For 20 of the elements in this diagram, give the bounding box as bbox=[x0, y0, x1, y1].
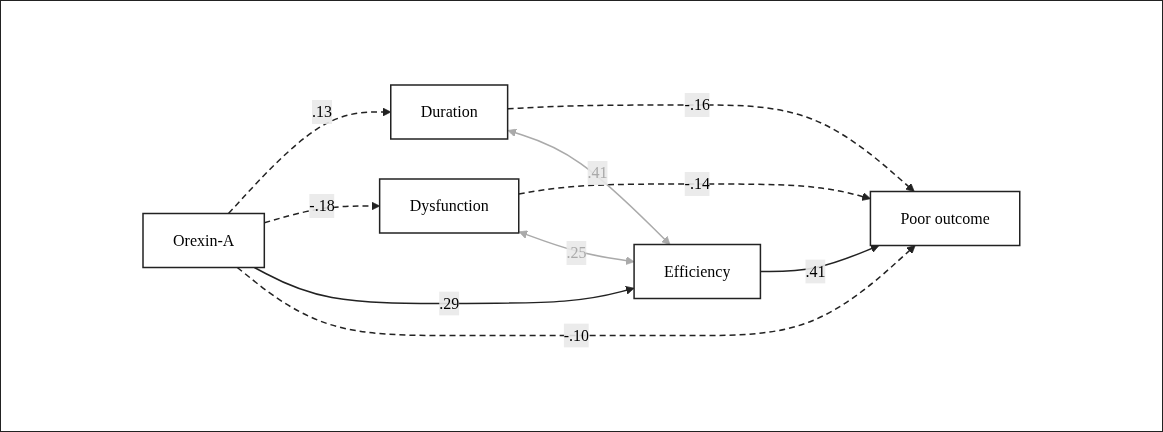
arrow bbox=[253, 266, 635, 304]
edge-label: .13 bbox=[312, 102, 333, 120]
arrow bbox=[507, 104, 915, 192]
node-box bbox=[142, 212, 266, 268]
edge-label: -.10 bbox=[563, 326, 590, 344]
arrow bbox=[236, 244, 916, 336]
edge-label: -.14 bbox=[684, 174, 711, 192]
arrow bbox=[507, 128, 671, 245]
arrow bbox=[518, 230, 635, 265]
node-box bbox=[390, 84, 509, 140]
edge-label: -.16 bbox=[684, 95, 711, 113]
edge-label: .25 bbox=[566, 243, 587, 261]
node-box bbox=[379, 178, 520, 234]
node-box bbox=[633, 243, 762, 299]
edge-label: .29 bbox=[439, 294, 460, 312]
arrow bbox=[518, 183, 871, 201]
edge-label: .41 bbox=[805, 262, 826, 280]
node-box bbox=[869, 190, 1021, 246]
edge-label: -.18 bbox=[309, 196, 335, 214]
edge-label: .41 bbox=[587, 163, 608, 181]
